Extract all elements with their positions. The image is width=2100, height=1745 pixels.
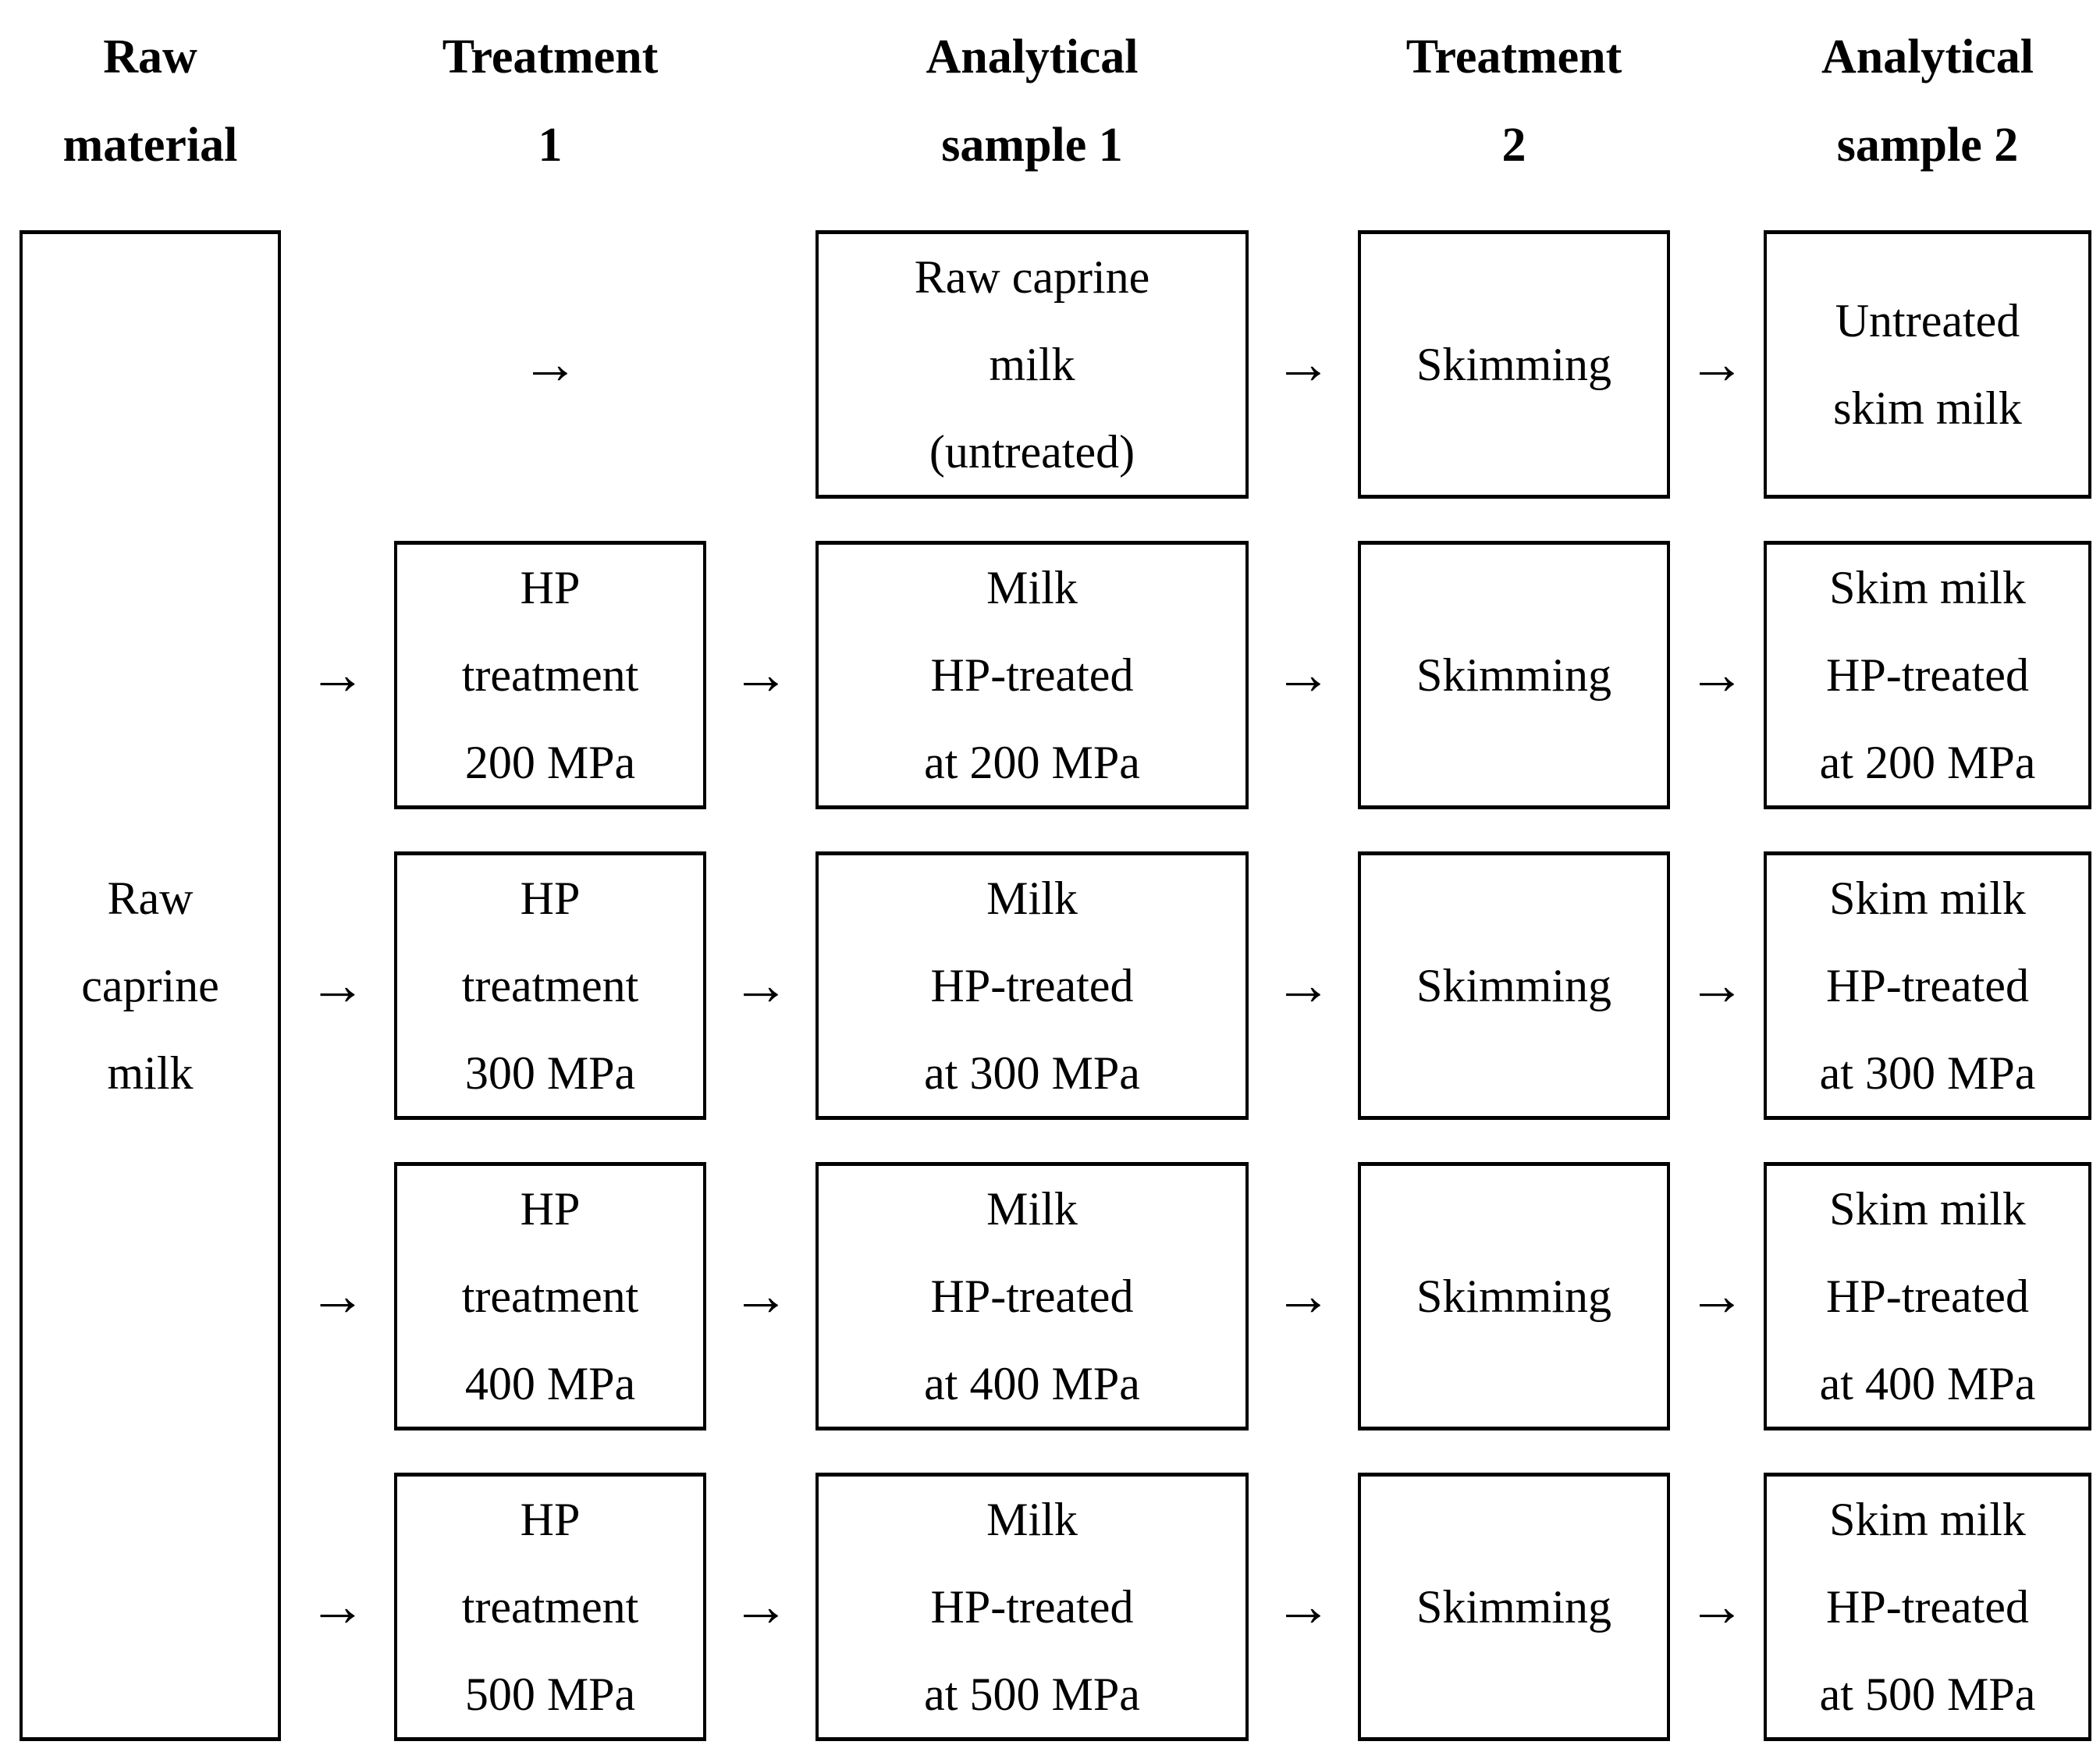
right-arrow-icon: → — [1274, 332, 1332, 396]
right-arrow-icon: → — [1688, 1574, 1746, 1639]
right-arrow-icon: → — [308, 1574, 367, 1639]
right-arrow-icon: → — [308, 1263, 367, 1328]
right-arrow-icon: → — [308, 642, 367, 707]
right-arrow-icon: → — [732, 642, 790, 707]
right-arrow-icon: → — [1688, 953, 1746, 1018]
skimming-box: Skimming — [1358, 851, 1670, 1120]
right-arrow-icon: → — [1688, 1263, 1746, 1328]
right-arrow-icon: → — [732, 1574, 790, 1639]
skimming-box: Skimming — [1358, 1162, 1670, 1430]
right-arrow-icon: → — [1274, 1574, 1332, 1639]
right-arrow-icon: → — [732, 1263, 790, 1328]
skimming-box: Skimming — [1358, 230, 1670, 499]
right-arrow-icon: → — [1274, 1263, 1332, 1328]
skimming-box: Skimming — [1358, 541, 1670, 809]
right-arrow-icon: → — [1688, 332, 1746, 396]
right-arrow-icon: → — [1274, 642, 1332, 707]
right-arrow-icon: → — [521, 332, 579, 396]
right-arrow-icon: → — [1274, 953, 1332, 1018]
right-arrow-icon: → — [308, 953, 367, 1018]
right-arrow-icon: → — [732, 953, 790, 1018]
right-arrow-icon: → — [1688, 642, 1746, 707]
skimming-box: Skimming — [1358, 1473, 1670, 1741]
